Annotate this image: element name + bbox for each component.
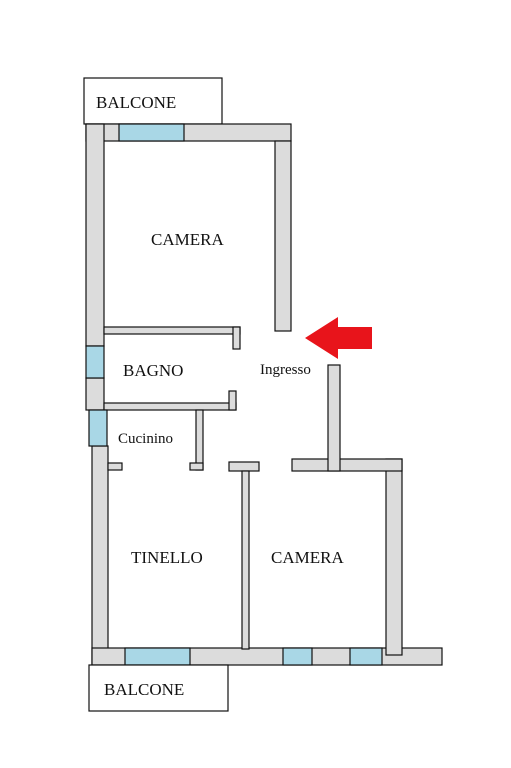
label-balcone-top: BALCONE <box>96 93 176 112</box>
label-camera-top: CAMERA <box>151 230 224 249</box>
wall-camera-right <box>274 140 292 332</box>
window-camera-2 <box>349 647 383 666</box>
label-ingresso: Ingresso <box>260 362 311 378</box>
wall-tinello-camera-cap <box>228 461 260 472</box>
wall-top <box>85 123 292 142</box>
wall-camera-bagno <box>103 326 241 335</box>
wall-cucinino-tinello-left <box>107 462 123 471</box>
label-tinello: TINELLO <box>131 548 203 567</box>
wall-entrance-right <box>327 364 341 472</box>
window-camera-1 <box>282 647 313 666</box>
wall-left-upper <box>85 123 105 347</box>
wall-cucinino-right <box>195 409 204 471</box>
wall-left-lower <box>91 445 109 667</box>
wall-bagno-stub-top <box>232 326 241 350</box>
wall-bagno-stub-bottom <box>228 390 237 411</box>
label-balcone-bottom: BALCONE <box>104 680 184 699</box>
window-tinello <box>124 647 191 666</box>
wall-tinello-camera <box>241 470 250 650</box>
window-cucinino <box>88 409 108 447</box>
wall-camera-lower-top <box>291 458 403 472</box>
label-bagno: BAGNO <box>123 361 183 380</box>
wall-left-mid <box>85 377 105 411</box>
arrow-left-icon <box>305 317 372 359</box>
balcony-bottom <box>88 664 229 712</box>
window-bagno <box>85 345 105 379</box>
label-cucinino: Cucinino <box>118 431 173 447</box>
window-top <box>118 123 185 142</box>
balcony-top <box>83 77 223 125</box>
label-camera-bottom: CAMERA <box>271 548 344 567</box>
wall-bagno-cucinino <box>103 402 237 411</box>
wall-cucinino-tinello-right <box>189 462 204 471</box>
wall-right-lower <box>385 458 403 656</box>
